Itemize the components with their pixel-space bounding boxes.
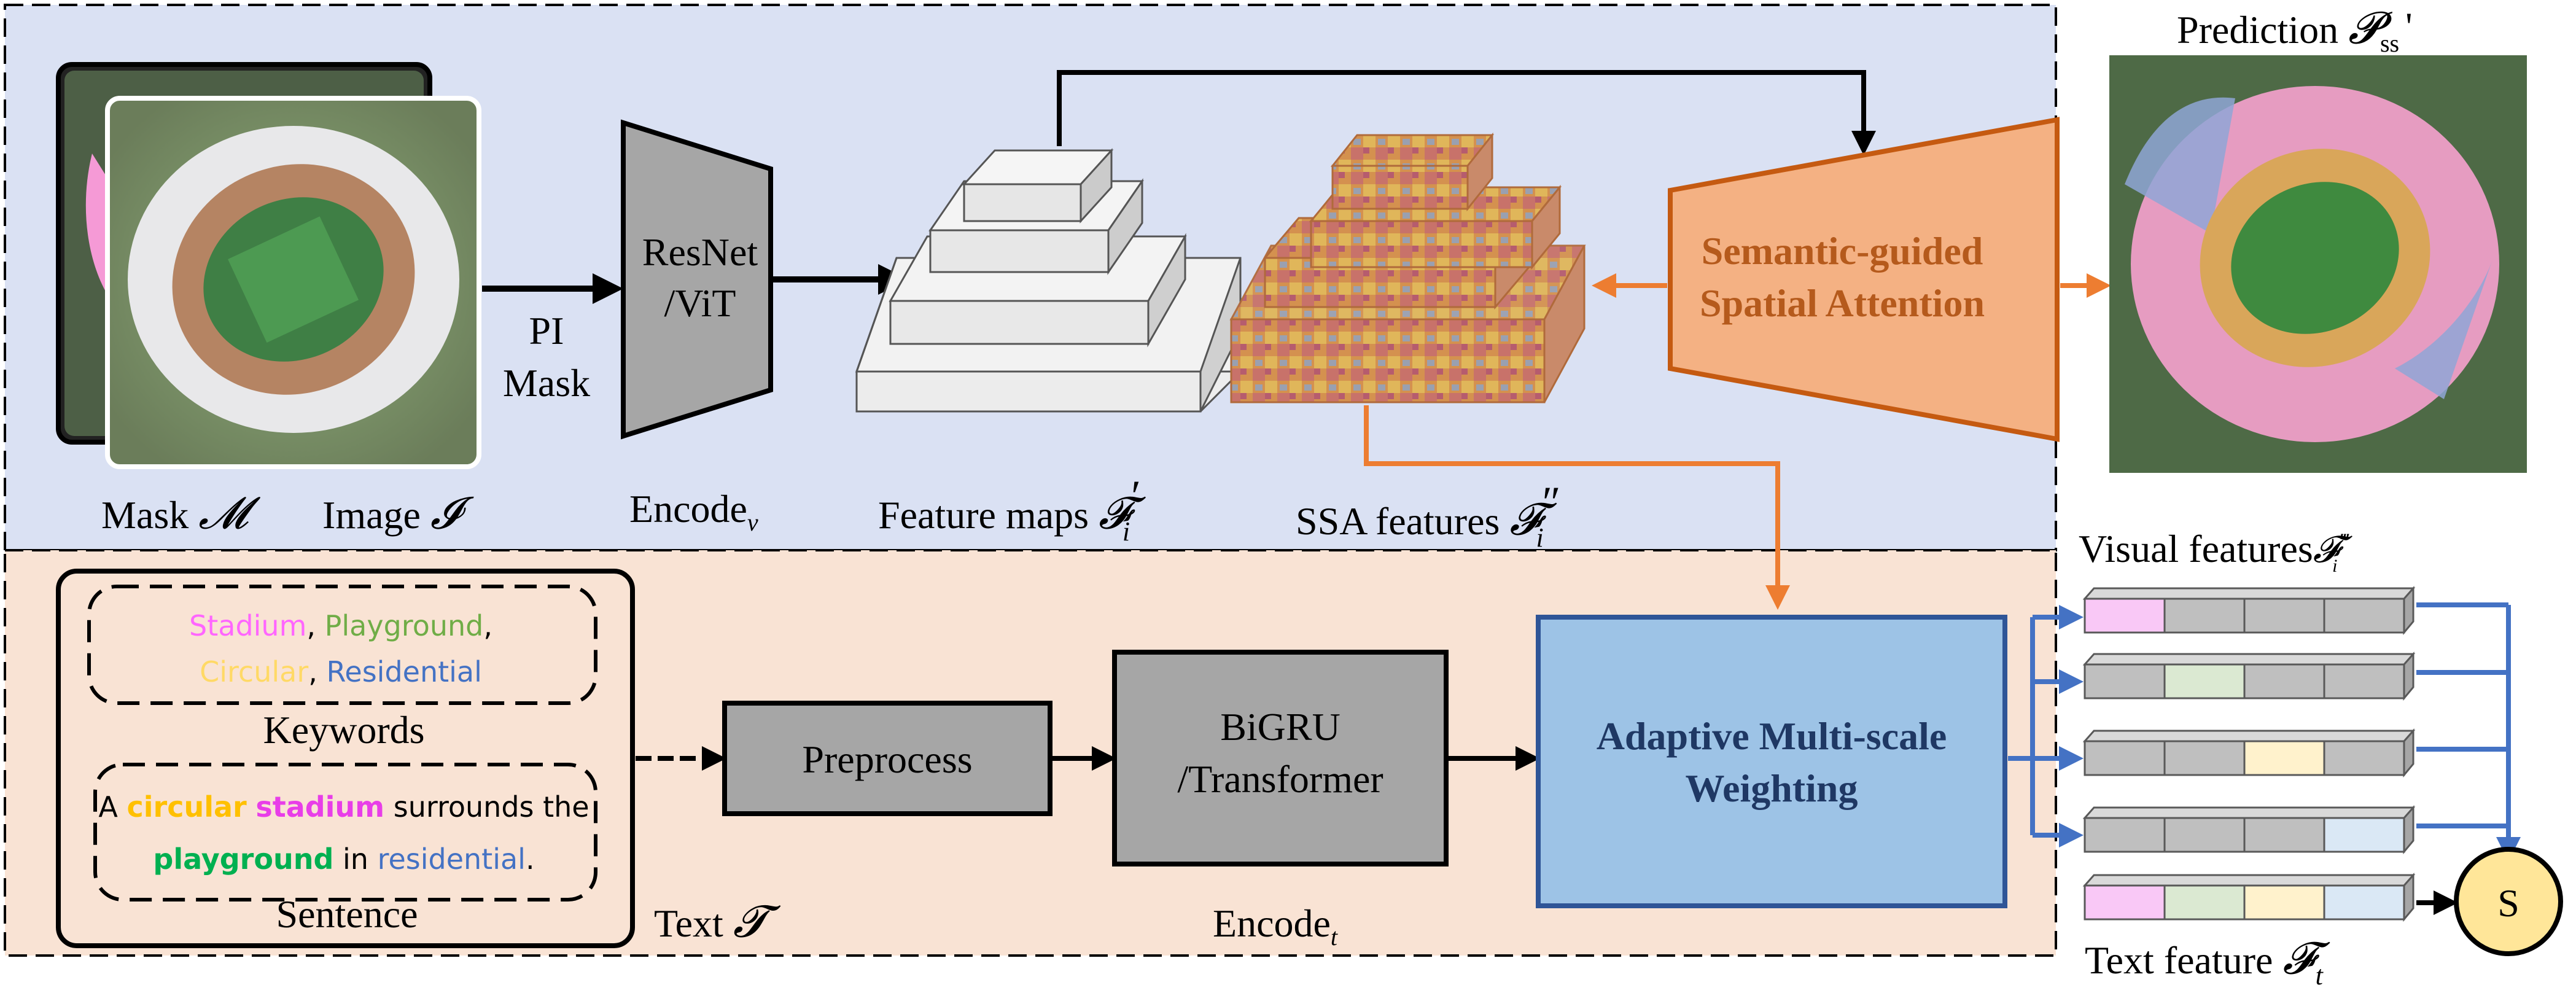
feature-maps-pyramid [855, 148, 1243, 413]
ssa-features-pyramid [1229, 132, 1586, 403]
similarity-score-label: S [2497, 881, 2520, 925]
mask-label: Mask 𝓜 [101, 489, 260, 538]
text-input-box [56, 569, 635, 948]
encode-v-label: Encodev [629, 487, 758, 536]
prediction-image [2109, 55, 2527, 473]
preprocess-label: Preprocess [802, 738, 972, 781]
text-feature-strip [2082, 873, 2416, 922]
visual-encoder [621, 119, 773, 440]
visual-feature-strip-1 [2082, 586, 2416, 636]
keywords-label: Keywords [263, 708, 424, 752]
sentence-label: Sentence [276, 892, 418, 936]
arrow-ssa-to-weighting [1364, 405, 1790, 610]
ssa-features-label: SSA features 𝓕″i [1296, 478, 1561, 553]
input-image [105, 96, 481, 469]
visual-encoder-label-1: ResNet [642, 230, 758, 274]
image-label: Image 𝓘 [322, 489, 474, 538]
visual-features-label: Visual features𝓕‴i [2079, 527, 2353, 576]
pi-mask-label-1: PI [529, 309, 564, 352]
text-encoder-label-1: BiGRU [1220, 705, 1341, 749]
visual-feature-strip-3 [2082, 728, 2416, 778]
features-to-score-connector [2416, 602, 2508, 828]
similarity-score-circle [2454, 847, 2563, 956]
sentence-line-2: playground in residential. [153, 843, 534, 876]
keywords-line-1: Stadium, Playground, [189, 609, 492, 642]
keyword-stadium: Stadium [189, 609, 306, 642]
adaptive-weighting-box [1536, 615, 2007, 908]
sentence-line-1: A circular stadium surrounds the [98, 790, 589, 824]
visual-encoder-label-2: /ViT [664, 281, 736, 325]
adaptive-weighting-label-1: Adaptive Multi-scale [1597, 714, 1947, 758]
keyword-playground: Playground [325, 609, 484, 642]
spatial-attention-label-1: Semantic-guided [1702, 229, 1983, 273]
keywords-line-2: Circular, Residential [200, 655, 482, 688]
text-encoder-box [1112, 650, 1449, 866]
arrow-features-to-attention [1057, 70, 1876, 155]
visual-feature-strip-4 [2082, 805, 2416, 855]
text-feature-label: Text feature 𝓕t [2085, 934, 2330, 991]
keyword-circular: Circular [200, 655, 308, 688]
spatial-attention-label-2: Spatial Attention [1700, 281, 1985, 325]
adaptive-weighting-label-2: Weighting [1686, 766, 1858, 810]
keyword-residential: Residential [327, 655, 482, 688]
encode-t-label: Encodet [1213, 901, 1338, 951]
pi-mask-label-2: Mask [503, 361, 590, 405]
text-label: Text 𝓣 [654, 897, 781, 946]
sentence-box [93, 763, 597, 901]
prediction-label: Prediction 𝓟ss' [2177, 4, 2413, 57]
visual-feature-strip-2 [2082, 652, 2416, 701]
weighting-to-features-connector [2008, 617, 2035, 835]
feature-maps-label: Feature maps 𝓕′i [878, 472, 1146, 547]
preprocess-box [722, 701, 1053, 816]
text-encoder-label-2: /Transformer [1177, 757, 1383, 801]
spatial-attention-module [1668, 117, 2060, 442]
